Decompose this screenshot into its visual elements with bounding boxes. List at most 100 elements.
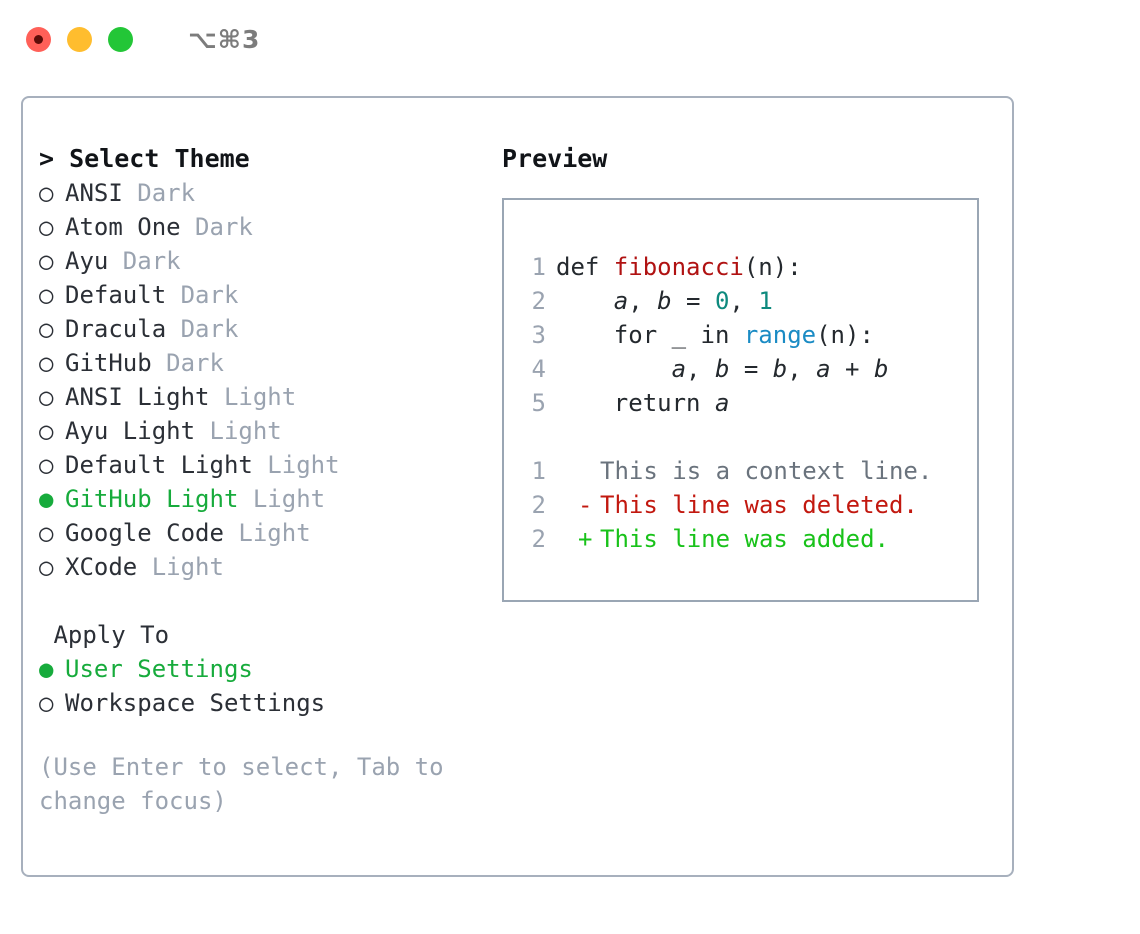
theme-name: Ayu Light bbox=[65, 417, 210, 445]
theme-picker-column: > Select Theme ○ANSI Dark○Atom One Dark○… bbox=[39, 142, 489, 818]
line-number: 1 bbox=[531, 457, 546, 485]
code-token: a bbox=[714, 389, 730, 417]
theme-kind-badge: Dark bbox=[195, 213, 253, 241]
radio-unselected-icon: ○ bbox=[39, 689, 54, 717]
theme-item-ayu[interactable]: ○ Ayu Dark bbox=[39, 244, 489, 278]
select-theme-header: > Select Theme bbox=[39, 144, 250, 173]
code-token: range bbox=[743, 321, 817, 349]
diff-text: This is a context line. bbox=[600, 457, 933, 485]
code-token: b bbox=[873, 355, 889, 383]
diff-line-context: 1 This is a context line. bbox=[504, 454, 977, 488]
theme-item-github-light[interactable]: ●GitHub Light Light bbox=[39, 482, 489, 516]
theme-kind-badge: Light bbox=[223, 383, 297, 411]
apply-to-item-label: Workspace Settings bbox=[65, 689, 326, 717]
apply-to-list[interactable]: ●User Settings ○ Workspace Settings bbox=[39, 652, 489, 720]
apply-to-item-user-settings[interactable]: ●User Settings bbox=[39, 652, 489, 686]
theme-item-xcode[interactable]: ○XCode Light bbox=[39, 550, 489, 584]
diff-line-deleted: 2-This line was deleted. bbox=[504, 488, 977, 522]
theme-item-default-light[interactable]: ○Default Light Light bbox=[39, 448, 489, 482]
theme-kind-badge: Dark bbox=[122, 247, 181, 275]
theme-name: Atom One bbox=[65, 213, 196, 241]
theme-kind-badge: Light bbox=[151, 553, 224, 581]
code-token: , bbox=[787, 355, 817, 383]
code-token: b bbox=[772, 355, 788, 383]
radio-unselected-icon: ○ bbox=[39, 383, 54, 411]
theme-item-ayu-light[interactable]: ○Ayu Light Light bbox=[39, 414, 489, 448]
apply-to-title: Apply To bbox=[39, 618, 489, 652]
diff-sample: 1 This is a context line.2-This line was… bbox=[504, 454, 977, 556]
code-token: return bbox=[556, 389, 715, 417]
radio-unselected-icon: ○ bbox=[39, 349, 54, 377]
line-number: 1 bbox=[531, 253, 546, 281]
theme-kind-badge: Dark bbox=[166, 349, 224, 377]
title-bar: ⌥⌘3 bbox=[0, 0, 1140, 78]
radio-unselected-icon: ○ bbox=[39, 315, 54, 343]
apply-to-label: Apply To bbox=[53, 621, 170, 649]
theme-name: Dracula bbox=[65, 315, 181, 343]
line-number: 3 bbox=[531, 321, 546, 349]
theme-item-github[interactable]: ○ GitHub Dark bbox=[39, 346, 489, 380]
diff-marker: + bbox=[578, 525, 593, 553]
apply-to-indent bbox=[39, 621, 53, 649]
code-token: (n): bbox=[816, 321, 874, 349]
line-number: 2 bbox=[531, 525, 546, 553]
code-token: def bbox=[556, 253, 614, 281]
theme-kind-badge: Dark bbox=[137, 179, 196, 207]
theme-name: GitHub bbox=[65, 349, 167, 377]
diff-text: This line was deleted. bbox=[600, 491, 918, 519]
list-spacer bbox=[39, 584, 489, 618]
theme-name: Ayu bbox=[65, 247, 123, 275]
theme-list[interactable]: ○ ANSI Dark ○ Atom One Dark ○ Ayu Dark ○Defaul… bbox=[39, 176, 489, 584]
code-token: 1 bbox=[758, 287, 773, 315]
code-token bbox=[556, 287, 614, 315]
code-line: 2 a, b = 0, 1 bbox=[504, 284, 977, 318]
window-controls bbox=[26, 26, 133, 52]
diff-line-added: 2 +This line was added. bbox=[504, 522, 977, 556]
theme-item-default[interactable]: ○Default Dark bbox=[39, 278, 489, 312]
radio-unselected-icon: ○ bbox=[39, 553, 54, 581]
code-token: = bbox=[671, 287, 715, 315]
radio-unselected-icon: ○ bbox=[39, 179, 54, 207]
code-diff-gap bbox=[504, 420, 977, 454]
code-token: fibonacci bbox=[613, 253, 744, 281]
theme-kind-badge: Light bbox=[238, 519, 311, 547]
diff-text: This line was added. bbox=[600, 525, 889, 553]
radio-unselected-icon: ○ bbox=[39, 213, 54, 241]
theme-item-google-code[interactable]: ○Google Code Light bbox=[39, 516, 489, 550]
code-token: , bbox=[628, 287, 658, 315]
minimize-button[interactable] bbox=[67, 26, 92, 52]
theme-item-ansi[interactable]: ○ ANSI Dark bbox=[39, 176, 489, 210]
apply-to-item-label: User Settings bbox=[65, 655, 253, 683]
theme-item-atom-one[interactable]: ○ Atom One Dark bbox=[39, 210, 489, 244]
code-token: , bbox=[729, 287, 759, 315]
theme-item-dracula[interactable]: ○ Dracula Dark bbox=[39, 312, 489, 346]
theme-kind-badge: Light bbox=[267, 451, 340, 479]
theme-name: ANSI Light bbox=[65, 383, 224, 411]
code-line: 5 return a bbox=[504, 386, 977, 420]
line-number: 5 bbox=[531, 389, 546, 417]
close-button[interactable] bbox=[26, 26, 51, 52]
code-token: 0 bbox=[714, 287, 730, 315]
theme-item-ansi-light[interactable]: ○ ANSI Light Light bbox=[39, 380, 489, 414]
theme-name: GitHub Light bbox=[65, 485, 253, 513]
diff-marker bbox=[578, 454, 600, 488]
code-line: 4 a, b = b, a + b bbox=[504, 352, 977, 386]
apply-to-item-workspace-settings[interactable]: ○ Workspace Settings bbox=[39, 686, 489, 720]
theme-kind-badge: Dark bbox=[180, 315, 239, 343]
theme-kind-badge: Light bbox=[209, 417, 282, 445]
theme-name: ANSI bbox=[65, 179, 138, 207]
code-token: = bbox=[729, 355, 773, 383]
shortcut-label: ⌥⌘3 bbox=[188, 24, 261, 54]
maximize-button[interactable] bbox=[108, 26, 133, 52]
code-token: , bbox=[686, 355, 715, 383]
radio-unselected-icon: ○ bbox=[39, 519, 54, 547]
code-token: a bbox=[816, 355, 831, 383]
code-token bbox=[556, 355, 672, 383]
radio-unselected-icon: ○ bbox=[39, 281, 54, 309]
radio-unselected-icon: ○ bbox=[39, 247, 54, 275]
